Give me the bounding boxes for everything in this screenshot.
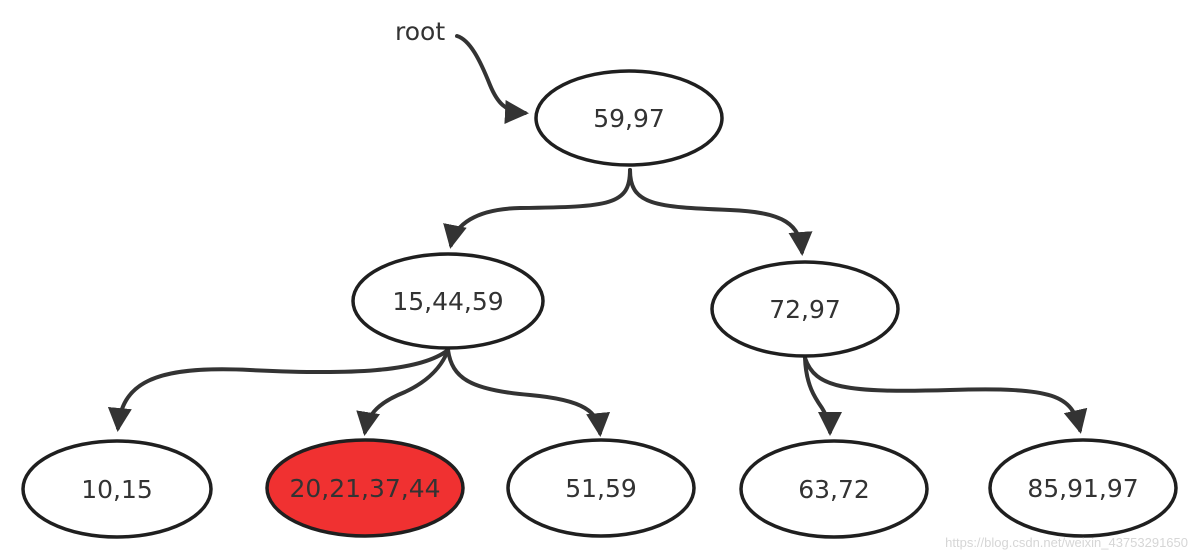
root-pointer-arrow — [455, 34, 529, 124]
edge-left-ll — [107, 348, 450, 432]
node-left: 15,44,59 — [351, 252, 545, 350]
node-label: 85,91,97 — [1027, 474, 1138, 503]
edge-right-rr — [803, 356, 1088, 434]
node-label: 10,15 — [81, 475, 153, 504]
node-label: 15,44,59 — [392, 287, 503, 316]
node-right: 72,97 — [710, 260, 900, 358]
node-leaf-3: 51,59 — [506, 438, 696, 538]
node-leaf-5: 85,91,97 — [988, 438, 1178, 538]
node-ellipse — [21, 439, 213, 539]
root-pointer-label: root — [395, 17, 445, 46]
node-ellipse — [265, 438, 465, 538]
node-ellipse — [739, 439, 929, 539]
node-label: 51,59 — [565, 474, 637, 503]
node-leaf-1: 10,15 — [21, 439, 213, 539]
edge-root-right — [628, 168, 813, 256]
node-ellipse — [988, 438, 1178, 538]
edge-root-left — [443, 168, 632, 249]
node-root: 59,97 — [534, 69, 724, 167]
node-leaf-4: 63,72 — [739, 439, 929, 539]
node-ellipse — [506, 438, 696, 538]
edge-right-rl — [803, 356, 842, 436]
node-label: 59,97 — [593, 104, 665, 133]
node-ellipse — [351, 252, 545, 350]
edge-left-lm — [356, 348, 450, 436]
edge-left-lr — [446, 348, 611, 437]
edges — [107, 168, 1088, 437]
node-label: 72,97 — [769, 295, 841, 324]
node-label: 63,72 — [798, 475, 870, 504]
node-ellipse — [534, 69, 724, 167]
node-ellipse — [710, 260, 900, 358]
node-leaf-2-highlighted: 20,21,37,44 — [265, 438, 465, 538]
node-label: 20,21,37,44 — [289, 474, 440, 503]
watermark: https://blog.csdn.net/weixin_43753291650 — [945, 535, 1188, 550]
